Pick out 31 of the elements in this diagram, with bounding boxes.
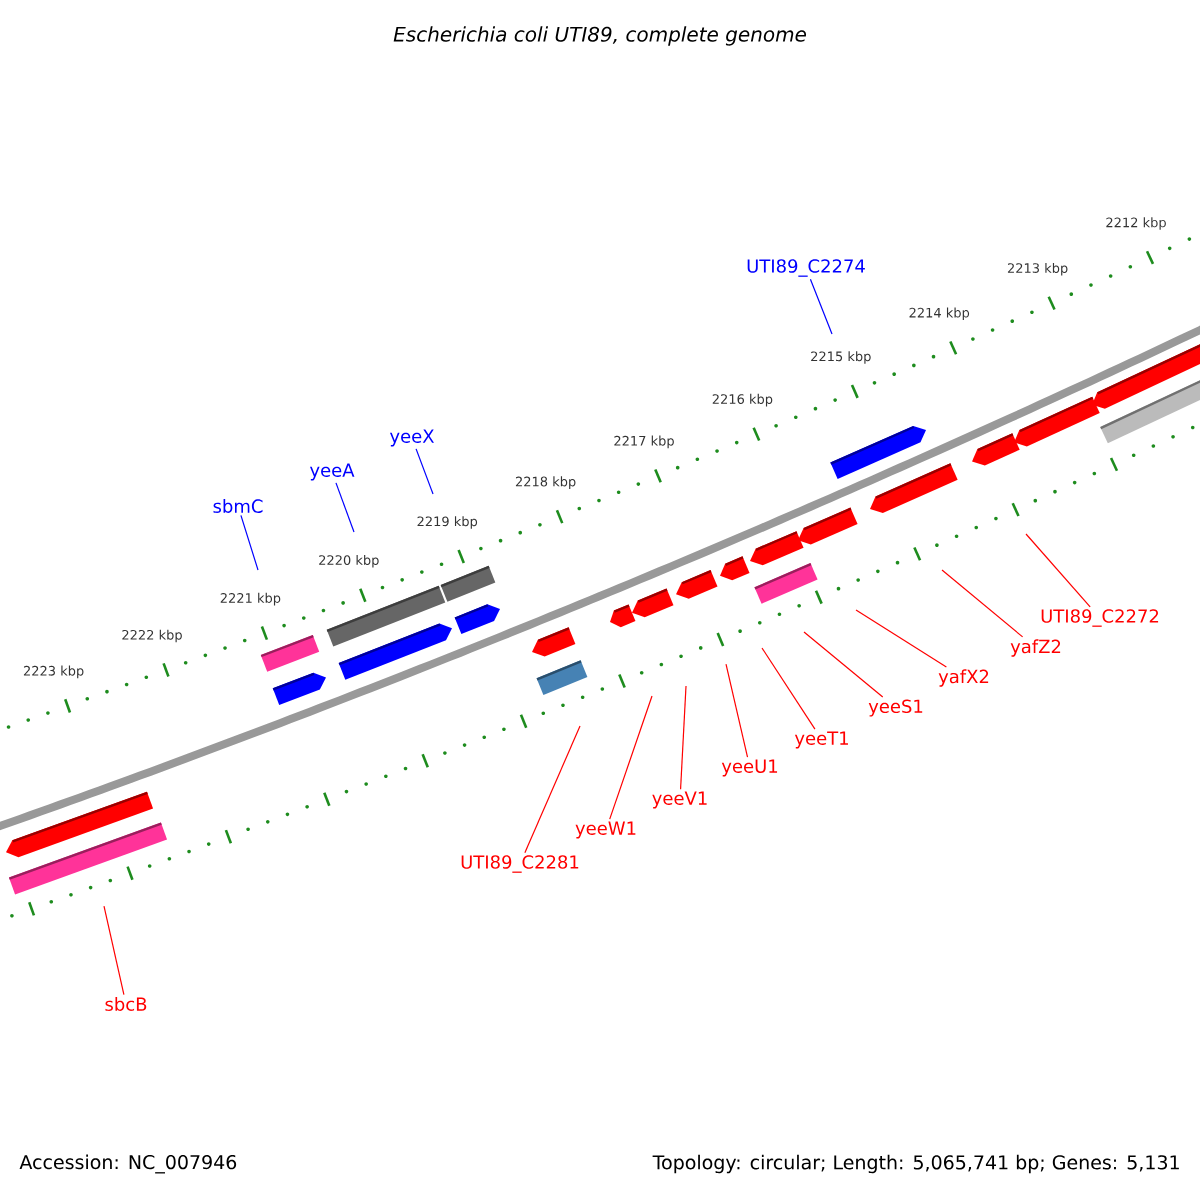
gene-label: yeeX bbox=[389, 429, 434, 447]
leader-line bbox=[1025, 533, 1091, 608]
leader-line bbox=[680, 685, 687, 790]
gene-label: yeeW1 bbox=[575, 821, 636, 839]
gene-label: UTI89_C2281 bbox=[461, 855, 579, 873]
gene-label: yafX2 bbox=[938, 669, 989, 687]
leader-line bbox=[240, 514, 259, 571]
gene-label: yeeS1 bbox=[868, 699, 923, 717]
leader-line bbox=[761, 647, 816, 730]
leader-line bbox=[803, 631, 884, 698]
leader-line bbox=[415, 448, 434, 495]
gene-label: yeeA bbox=[310, 463, 355, 481]
gene-label: yeeT1 bbox=[794, 731, 848, 749]
footer-text: Accession: NC_007946 bbox=[19, 1154, 237, 1174]
gene-label: sbmC bbox=[213, 499, 263, 513]
leader-line bbox=[335, 482, 355, 533]
leader-line bbox=[524, 725, 581, 854]
gene-label: yeeU1 bbox=[721, 759, 778, 777]
leader-line bbox=[855, 609, 947, 668]
footer-text: Topology: circular; Length: 5,065,741 bp; Genes: 5,131 bbox=[652, 1154, 1179, 1174]
leader-line bbox=[103, 905, 125, 996]
gene-label: yafZ2 bbox=[1010, 639, 1061, 657]
gene-label: UTI89_C2274 bbox=[747, 259, 865, 277]
gene-label: sbcB bbox=[105, 997, 147, 1011]
leader-line bbox=[941, 569, 1024, 638]
gene-label: yeeV1 bbox=[652, 791, 707, 809]
title: Escherichia coli UTI89, complete genome bbox=[393, 26, 806, 46]
leader-line bbox=[809, 278, 833, 335]
gene-label: UTI89_C2272 bbox=[1041, 609, 1159, 627]
leader-line bbox=[609, 695, 653, 820]
leader-line bbox=[725, 663, 749, 758]
